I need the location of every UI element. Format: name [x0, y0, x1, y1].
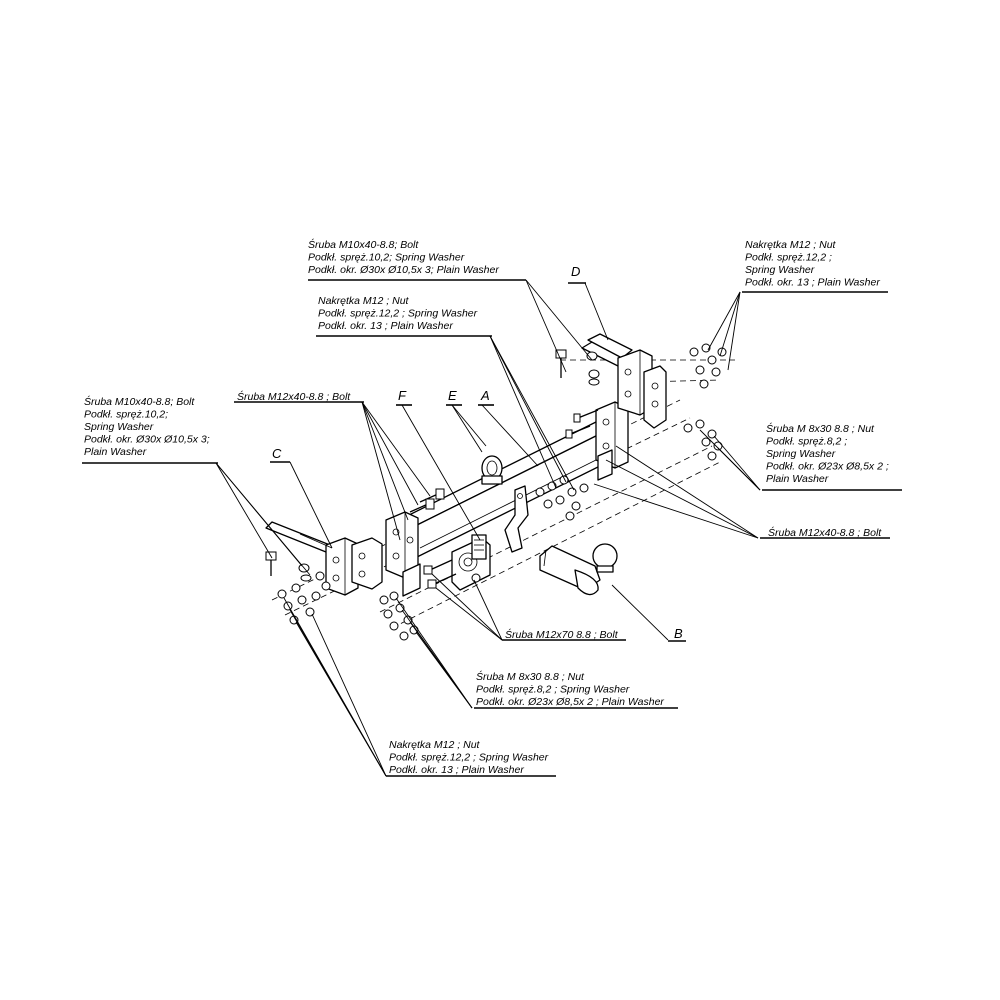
- callout-line: Podkł. spręż.8,2 ; Spring Washer: [476, 684, 630, 696]
- main-cross-beam: [392, 413, 613, 564]
- beam-left-plate: [385, 511, 421, 597]
- hardware-top-right-bolts: [555, 349, 600, 439]
- callout-bolt-m12x40-right: Śruba M12x40-8.8 ; Bolt: [760, 526, 890, 539]
- hardware-bottom-bolts: [379, 591, 419, 641]
- callout-line: Podkł. spręż.10,2; Spring Washer: [308, 252, 465, 264]
- hardware-right-nuts: [683, 343, 727, 461]
- right-side-bracket: [581, 333, 667, 429]
- part-letter-e: E: [448, 388, 457, 403]
- callout-line: Śruba M10x40-8.8; Bolt: [84, 395, 195, 408]
- callout-line: Spring Washer: [84, 421, 154, 433]
- callout-line: Nakrętka M12 ; Nut: [745, 239, 837, 251]
- callout-line: Podkł. spręż.12,2 ;: [745, 252, 832, 264]
- part-letters: D A E F C B: [270, 264, 686, 642]
- ball-neck: [539, 543, 618, 596]
- callout-line: Nakrętka M12 ; Nut: [318, 295, 410, 307]
- callout-line: Podkł. spręż.12,2 ; Spring Washer: [318, 308, 478, 320]
- callout-bolt-m12x40-left: Śruba M12x40-8.8 ; Bolt: [234, 390, 364, 403]
- callout-line: Śruba M 8x30 8.8 ; Nut: [766, 422, 875, 435]
- part-letter-a: A: [480, 388, 490, 403]
- callout-line: Plain Washer: [84, 446, 147, 458]
- callout-line: Śruba M 8x30 8.8 ; Nut: [476, 670, 585, 683]
- callout-line: Podkł. spręż.12,2 ; Spring Washer: [389, 752, 549, 764]
- callout-line: Podkł. okr. 13 ; Plain Washer: [745, 277, 880, 289]
- callout-line: Śruba M10x40-8.8; Bolt: [308, 238, 419, 251]
- leader-lines: [215, 279, 761, 777]
- part-letter-c: C: [272, 446, 282, 461]
- callout-line: Spring Washer: [766, 448, 836, 460]
- callout-line: Spring Washer: [745, 264, 815, 276]
- part-letter-f: F: [398, 388, 407, 403]
- callout-line: Podkł. okr. Ø30x Ø10,5x 3; Plain Washer: [308, 264, 499, 276]
- ball-mount-plate: [451, 534, 491, 591]
- tow-bar-assembly: [265, 333, 735, 641]
- bump-stop: [481, 455, 503, 485]
- left-side-bracket: [265, 521, 383, 596]
- callout-line: Śruba M12x40-8.8 ; Bolt: [237, 390, 351, 403]
- beam-right-plate: [595, 401, 629, 481]
- callout-line: Podkł. okr. Ø30x Ø10,5x 3;: [84, 434, 210, 446]
- callout-line: Nakrętka M12 ; Nut: [389, 739, 481, 751]
- hardware-top-left-bolts: [409, 488, 445, 513]
- callout-line: Podkł. okr. 13 ; Plain Washer: [389, 764, 524, 776]
- callout-line: Plain Washer: [766, 473, 829, 485]
- hardware-center-nuts: [535, 475, 589, 521]
- callout-line: Śruba M12x40-8.8 ; Bolt: [768, 526, 882, 539]
- callout-line: Podkł. okr. 13 ; Plain Washer: [318, 320, 453, 332]
- callout-line: Podkł. spręż.10,2;: [84, 409, 168, 421]
- callout-line: Podkł. okr. Ø23x Ø8,5x 2 ;: [766, 461, 889, 473]
- callout-line: Śruba M12x70 8.8 ; Bolt: [505, 628, 619, 641]
- callout-line: Podkł. okr. Ø23x Ø8,5x 2 ; Plain Washer: [476, 696, 664, 708]
- callout-line: Podkł. spręż.8,2 ;: [766, 436, 847, 448]
- callout-bolt-m12x70: Śruba M12x70 8.8 ; Bolt: [502, 628, 626, 641]
- tow-arm: [504, 485, 529, 553]
- part-letter-d: D: [571, 264, 580, 279]
- part-letter-b: B: [674, 626, 683, 641]
- hardware-m12x70-bolts: [423, 559, 481, 589]
